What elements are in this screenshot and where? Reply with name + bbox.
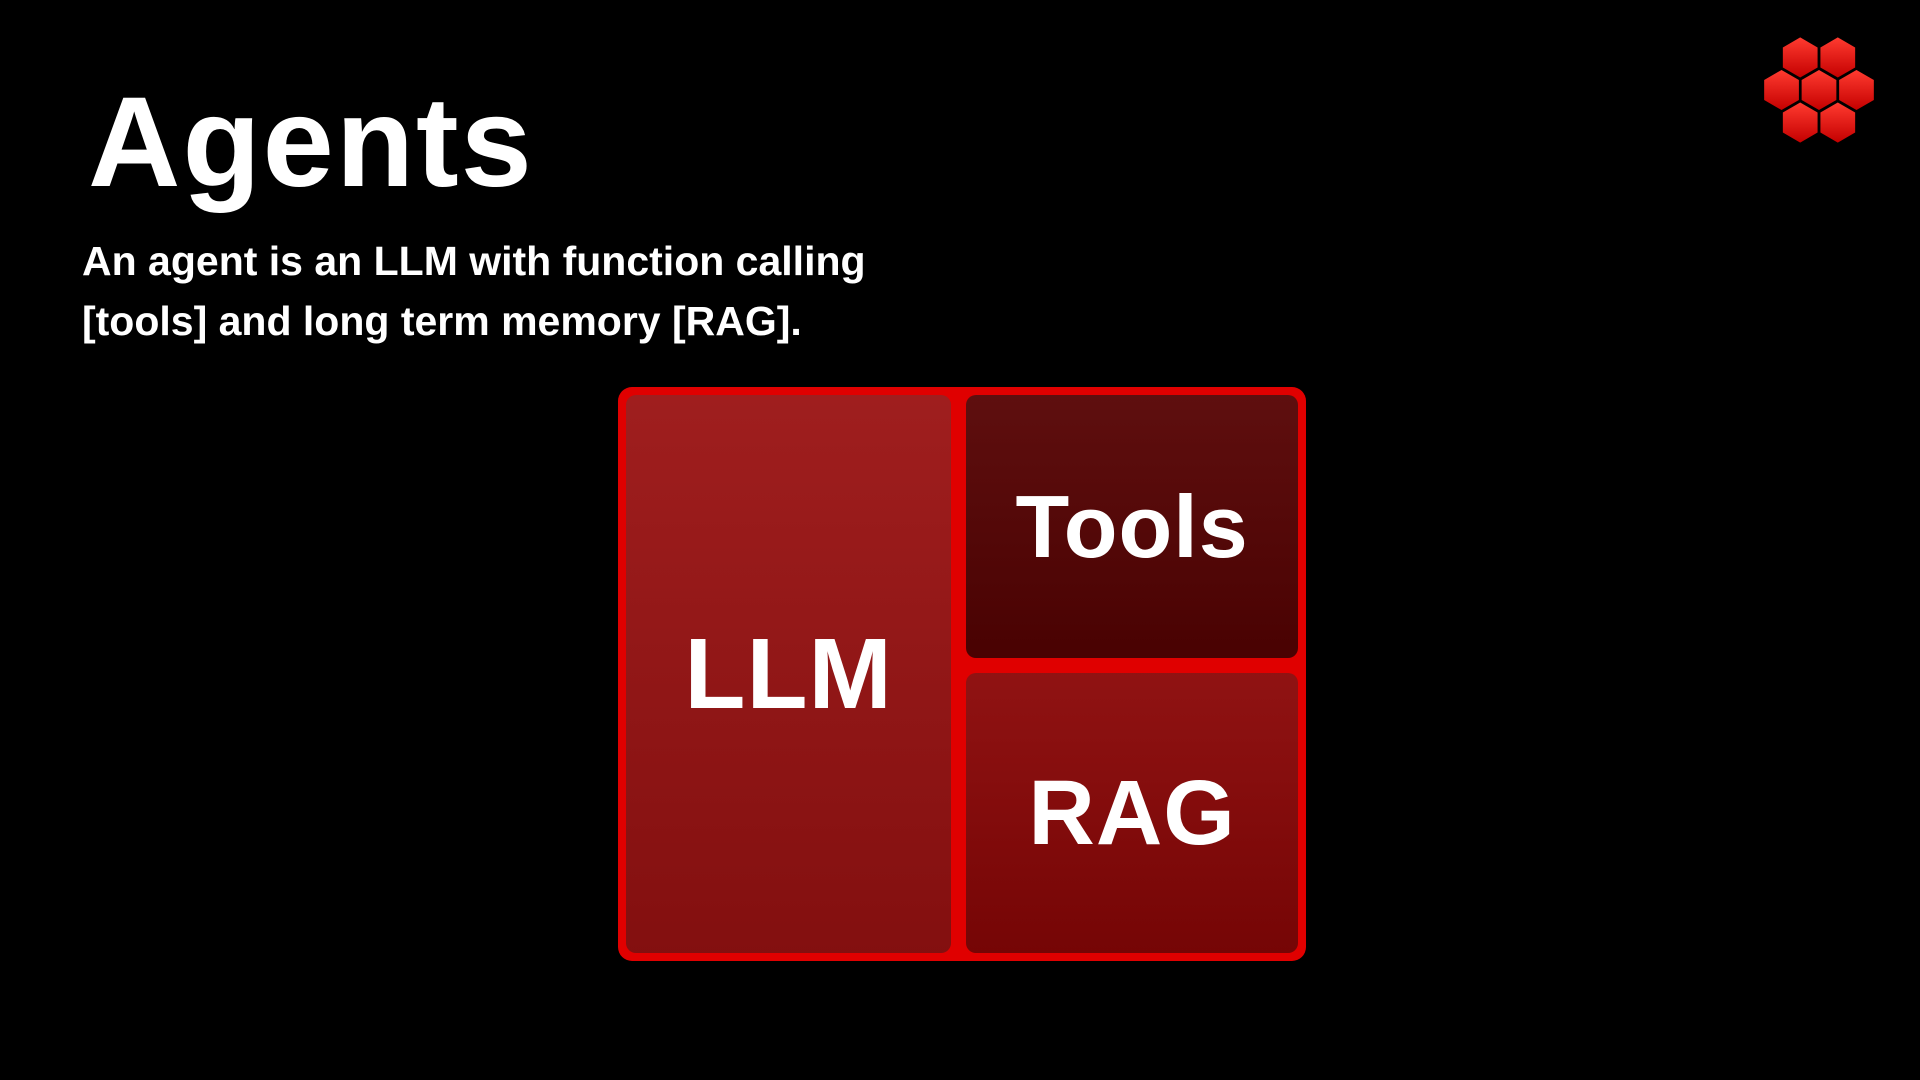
hexagon — [1782, 102, 1818, 143]
subtitle-line-2: [tools] and long term memory [RAG]. — [82, 297, 802, 344]
hexagon-logo-svg — [1764, 37, 1874, 143]
hexagon — [1782, 37, 1818, 78]
hexagon — [1764, 69, 1799, 111]
hexagon-cluster-logo — [1762, 34, 1876, 146]
tools-label: Tools — [1015, 476, 1249, 576]
llm-box: LLM — [626, 395, 952, 953]
agent-architecture-diagram: LLM Tools RAG — [618, 387, 1306, 961]
rag-label: RAG — [1028, 761, 1236, 864]
hexagon — [1820, 37, 1856, 78]
llm-label: LLM — [684, 617, 893, 730]
tools-box: Tools — [966, 395, 1298, 659]
hexagon — [1801, 69, 1837, 111]
subtitle-line-1: An agent is an LLM with function calling — [82, 238, 866, 284]
hexagon — [1820, 102, 1856, 143]
hexagon — [1839, 69, 1874, 111]
slide-subtitle: An agent is an LLM with function calling… — [82, 232, 866, 352]
slide-title: Agents — [88, 71, 534, 214]
rag-box: RAG — [966, 673, 1298, 953]
